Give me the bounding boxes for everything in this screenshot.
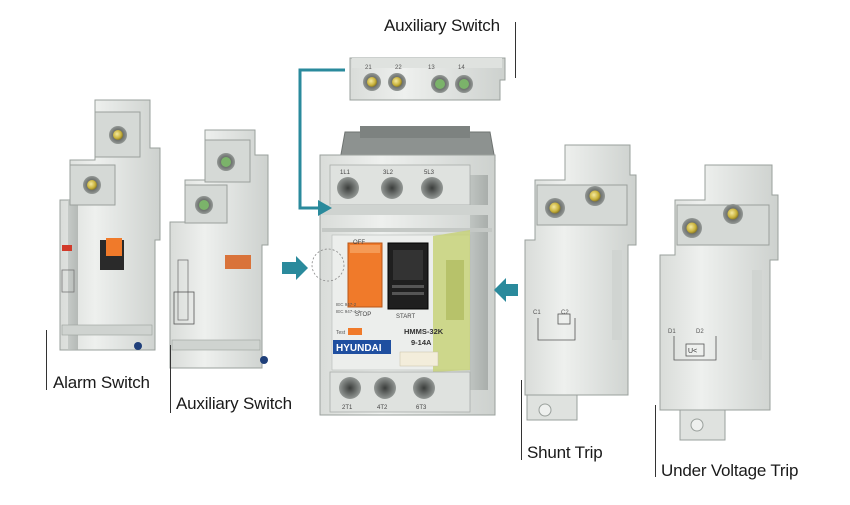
terminal-label: 6T3 bbox=[416, 405, 427, 411]
test-label: Test bbox=[336, 330, 346, 336]
model-label: HMMS-32K bbox=[404, 327, 444, 336]
auxiliary-switch-top-device: 21 22 13 14 bbox=[349, 57, 506, 101]
terminal-label: 5L3 bbox=[424, 170, 435, 176]
aux-terminal-label: 22 bbox=[395, 65, 402, 71]
shunt-terminal-label: C1 bbox=[533, 310, 541, 316]
shunt-trip-device: C1 C2 bbox=[524, 144, 637, 421]
aux-terminal-label: 21 bbox=[365, 65, 372, 71]
terminal-label: 1L1 bbox=[340, 170, 351, 176]
terminal-label: 4T2 bbox=[377, 405, 388, 411]
label-auxiliary-switch-side: Auxiliary Switch bbox=[176, 394, 292, 413]
uvt-terminal-label: D2 bbox=[696, 329, 704, 335]
rating-sticker bbox=[399, 351, 439, 367]
label-alarm-switch: Alarm Switch bbox=[53, 373, 150, 392]
brand-badge bbox=[333, 340, 391, 354]
alarm-switch-device bbox=[59, 99, 161, 351]
callout-tick bbox=[521, 380, 522, 460]
test-button bbox=[348, 328, 362, 335]
callout-tick bbox=[170, 345, 171, 413]
label-auxiliary-switch-top: Auxiliary Switch bbox=[384, 16, 500, 35]
connector-line bbox=[298, 68, 345, 210]
aux-terminal-label: 13 bbox=[428, 65, 435, 71]
arrow-right-icon bbox=[318, 200, 332, 216]
motor-circuit-breaker: 1L1 3L2 5L3 OFF STOP START IEC 947-2 IEC… bbox=[311, 126, 496, 416]
orange-lever bbox=[106, 238, 122, 256]
auxiliary-switch-side-device bbox=[169, 129, 269, 369]
aux-block-terminals bbox=[363, 73, 473, 93]
terminal-hole bbox=[337, 177, 359, 199]
terminal-label: 2T1 bbox=[342, 405, 353, 411]
aux-terminal-label: 14 bbox=[458, 65, 465, 71]
callout-tick bbox=[515, 22, 516, 78]
assembly-arrows bbox=[282, 68, 518, 302]
terminal-label: 3L2 bbox=[383, 170, 394, 176]
adjust-dial bbox=[311, 248, 345, 282]
start-label: START bbox=[396, 314, 415, 320]
stop-button bbox=[347, 242, 383, 308]
standard-text: IEC 947-2 bbox=[336, 302, 357, 307]
stop-label: STOP bbox=[355, 312, 371, 318]
under-voltage-trip-device: D1 D2 U< bbox=[659, 164, 779, 441]
uvt-symbol: U< bbox=[688, 348, 697, 355]
arrow-right-icon bbox=[282, 256, 308, 280]
label-shunt-trip: Shunt Trip bbox=[527, 443, 603, 462]
indicator-led bbox=[62, 245, 72, 251]
callout-tick bbox=[46, 330, 47, 390]
brand-label: HYUNDAI bbox=[336, 343, 382, 354]
off-label: OFF bbox=[353, 240, 365, 246]
standard-text: IEC 947-4-1 bbox=[336, 309, 361, 314]
range-label: 9-14A bbox=[411, 338, 432, 347]
callout-tick bbox=[655, 405, 656, 477]
terminal-hole bbox=[421, 177, 443, 199]
terminal-hole bbox=[381, 177, 403, 199]
orange-lever bbox=[225, 255, 251, 269]
shunt-terminal-label: C2 bbox=[561, 310, 569, 316]
label-under-voltage-trip: Under Voltage Trip bbox=[661, 461, 799, 480]
rivet bbox=[134, 342, 142, 350]
uvt-terminal-label: D1 bbox=[668, 329, 676, 335]
arrow-left-icon bbox=[494, 278, 518, 302]
